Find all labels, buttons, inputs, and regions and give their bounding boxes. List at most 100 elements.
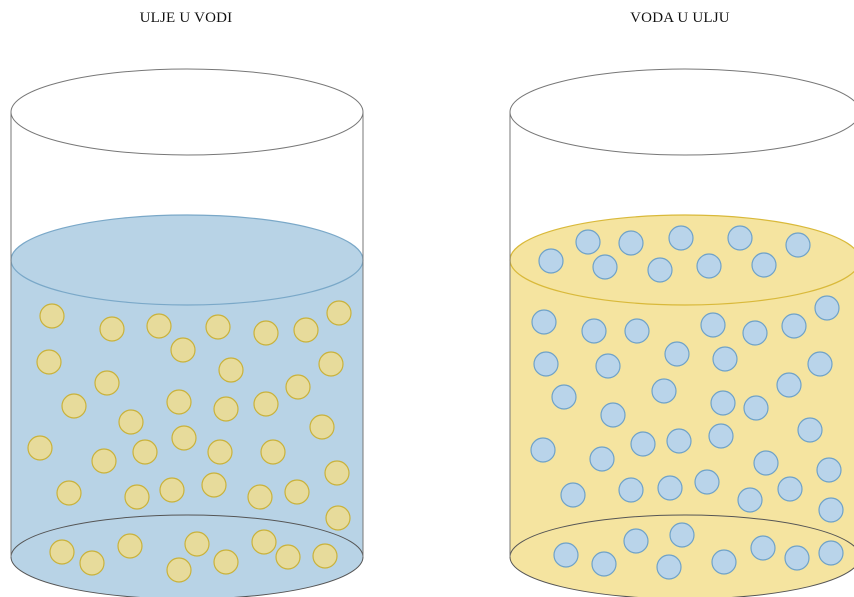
droplet	[784, 545, 810, 571]
liquid-body	[510, 260, 854, 597]
droplet	[201, 472, 227, 498]
droplet	[591, 551, 617, 577]
droplet	[664, 341, 690, 367]
droplet	[553, 542, 579, 568]
panel-title-oil-in-water: ULJE U VODI	[139, 10, 233, 26]
beaker-rim	[509, 68, 854, 156]
droplet	[213, 549, 239, 575]
droplet	[166, 389, 192, 415]
droplet	[325, 505, 351, 531]
droplet	[318, 351, 344, 377]
droplet	[146, 313, 172, 339]
droplet	[247, 484, 273, 510]
droplet	[751, 252, 777, 278]
droplet	[159, 477, 185, 503]
droplet	[309, 414, 335, 440]
droplet	[213, 396, 239, 422]
droplet	[618, 230, 644, 256]
droplet	[49, 539, 75, 565]
droplet	[818, 540, 844, 566]
droplet	[117, 533, 143, 559]
droplet	[589, 446, 615, 472]
droplet	[710, 390, 736, 416]
droplet	[275, 544, 301, 570]
droplet	[207, 439, 233, 465]
droplet	[742, 320, 768, 346]
droplet	[743, 395, 769, 421]
droplet	[700, 312, 726, 338]
droplet	[657, 475, 683, 501]
droplet	[132, 439, 158, 465]
droplet	[669, 522, 695, 548]
droplet	[816, 457, 842, 483]
droplet	[285, 374, 311, 400]
droplet	[324, 460, 350, 486]
droplet	[531, 309, 557, 335]
droplet	[750, 535, 776, 561]
droplet	[776, 372, 802, 398]
droplet	[260, 439, 286, 465]
droplet	[630, 431, 656, 457]
droplet	[618, 477, 644, 503]
droplet	[575, 229, 601, 255]
droplet	[777, 476, 803, 502]
droplet	[27, 435, 53, 461]
droplet	[184, 531, 210, 557]
droplet	[530, 437, 556, 463]
droplet	[61, 393, 87, 419]
liquid-surface	[10, 214, 364, 306]
droplet	[807, 351, 833, 377]
droplet	[696, 253, 722, 279]
droplet	[39, 303, 65, 329]
droplet	[781, 313, 807, 339]
droplet	[708, 423, 734, 449]
droplet	[538, 248, 564, 274]
droplet	[312, 543, 338, 569]
droplet	[56, 480, 82, 506]
droplet	[205, 314, 231, 340]
droplet	[797, 417, 823, 443]
droplet	[124, 484, 150, 510]
droplet	[251, 529, 277, 555]
droplet	[118, 409, 144, 435]
beaker-rim	[10, 68, 364, 156]
droplet	[293, 317, 319, 343]
droplet	[727, 225, 753, 251]
droplet	[170, 337, 196, 363]
droplet	[99, 316, 125, 342]
droplet	[600, 402, 626, 428]
droplet	[166, 557, 192, 583]
droplet	[656, 554, 682, 580]
droplet	[218, 357, 244, 383]
droplet	[91, 448, 117, 474]
droplet	[560, 482, 586, 508]
droplet	[595, 353, 621, 379]
droplet	[785, 232, 811, 258]
droplet	[592, 254, 618, 280]
beaker-oil-in-water	[10, 68, 364, 597]
droplet	[581, 318, 607, 344]
droplet	[623, 528, 649, 554]
droplet	[326, 300, 352, 326]
droplet	[171, 425, 197, 451]
droplet	[624, 318, 650, 344]
droplet	[651, 378, 677, 404]
droplet	[253, 320, 279, 346]
droplet	[814, 295, 840, 321]
droplet	[79, 550, 105, 576]
droplet	[94, 370, 120, 396]
droplet	[711, 549, 737, 575]
droplet	[284, 479, 310, 505]
droplet	[818, 497, 844, 523]
droplet	[551, 384, 577, 410]
droplet	[694, 469, 720, 495]
droplet	[668, 225, 694, 251]
droplet	[253, 391, 279, 417]
droplet	[753, 450, 779, 476]
panel-title-water-in-oil: VODA U ULJU	[630, 10, 730, 26]
droplet	[737, 487, 763, 513]
droplet	[712, 346, 738, 372]
beaker-water-in-oil	[509, 68, 854, 597]
droplet	[36, 349, 62, 375]
